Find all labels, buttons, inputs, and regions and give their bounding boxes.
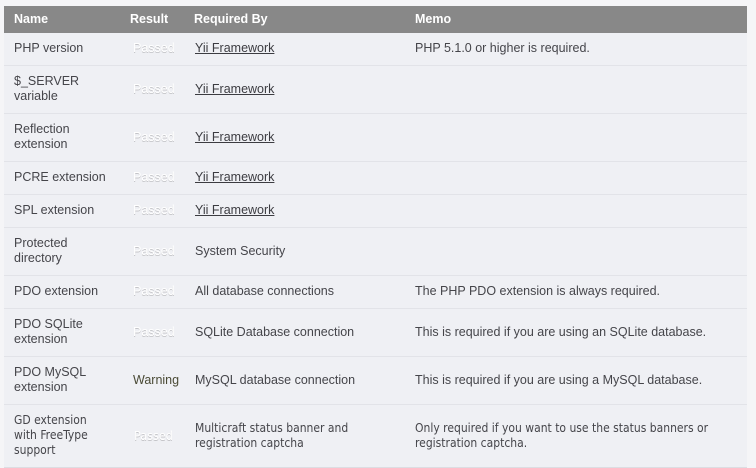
required-by-link[interactable]: Yii Framework: [195, 129, 275, 144]
cell-required-by: Yii Framework: [185, 65, 405, 114]
status-badge-passed: Passed: [133, 324, 175, 339]
column-header-required-by: Required By: [185, 6, 405, 33]
cell-required-by: System Security: [185, 227, 405, 276]
cell-requirement-name: Reflection extension: [4, 113, 121, 162]
cell-requirement-name: PDO extension: [4, 275, 121, 309]
cell-result: Passed: [121, 404, 185, 468]
required-by-link[interactable]: Yii Framework: [195, 41, 275, 55]
cell-memo: The PHP PDO extension is always required…: [405, 275, 747, 309]
cell-memo: [405, 194, 747, 228]
cell-result: Passed: [121, 65, 185, 114]
cell-result: Warning: [121, 356, 185, 405]
cell-required-by: All database connections: [185, 275, 405, 309]
cell-memo: This is required if you are using an SQL…: [405, 308, 747, 357]
cell-required-by: Multicraft status banner and registratio…: [185, 404, 405, 468]
cell-memo: Only required if you want to use the sta…: [405, 404, 747, 468]
table-header-row: Name Result Required By Memo: [4, 6, 747, 33]
cell-requirement-name: GD extension with FreeType support: [4, 404, 121, 468]
table-row: Protected directory Passed System Security: [4, 227, 747, 276]
required-by-link[interactable]: Yii Framework: [195, 81, 275, 96]
cell-requirement-name: Protected directory: [4, 227, 121, 276]
requirement-check-table: Name Result Required By Memo PHP version…: [4, 6, 747, 468]
cell-result: Passed: [121, 194, 185, 228]
table-row: $_SERVER variable Passed Yii Framework: [4, 65, 747, 114]
status-badge-passed: Passed: [133, 203, 175, 217]
required-by-link[interactable]: Yii Framework: [195, 170, 275, 184]
table-row: Reflection extension Passed Yii Framework: [4, 113, 747, 162]
cell-memo: [405, 227, 747, 276]
table-row: SPL extension Passed Yii Framework: [4, 194, 747, 228]
table-row: PHP version Passed Yii Framework PHP 5.1.0 …: [4, 33, 747, 66]
cell-required-by: Yii Framework: [185, 194, 405, 228]
cell-result: Passed: [121, 308, 185, 357]
status-badge-passed: Passed: [133, 81, 175, 96]
table-row: PDO extension Passed All database connecti…: [4, 275, 747, 309]
cell-memo: [405, 113, 747, 162]
column-header-name: Name: [4, 6, 121, 33]
table-row: PDO SQLite extension Passed SQLite Databas…: [4, 308, 747, 357]
cell-result: Passed: [121, 33, 185, 66]
requirement-check-page: Name Result Required By Memo PHP version…: [4, 6, 747, 468]
cell-required-by: Yii Framework: [185, 161, 405, 195]
cell-result: Passed: [121, 161, 185, 195]
table-row: PCRE extension Passed Yii Framework: [4, 161, 747, 195]
cell-requirement-name: PHP version: [4, 33, 121, 66]
cell-requirement-name: PDO SQLite extension: [4, 308, 121, 357]
status-badge-warning: Warning: [133, 372, 180, 387]
status-badge-passed: Passed: [134, 428, 173, 443]
cell-memo: [405, 161, 747, 195]
cell-result: Passed: [121, 227, 185, 276]
cell-memo: PHP 5.1.0 or higher is required.: [405, 33, 747, 66]
table-row: GD extension with FreeType support Passed…: [4, 404, 747, 468]
cell-requirement-name: PDO MySQL extension: [4, 356, 121, 405]
cell-memo: This is required if you are using a MySQ…: [405, 356, 747, 405]
status-badge-passed: Passed: [133, 41, 175, 55]
cell-requirement-name: $_SERVER variable: [4, 65, 121, 114]
cell-result: Passed: [121, 113, 185, 162]
table-header: Name Result Required By Memo: [4, 6, 747, 33]
status-badge-passed: Passed: [133, 284, 175, 298]
table-row: PDO MySQL extension Warning MySQL database…: [4, 356, 747, 405]
status-badge-passed: Passed: [133, 170, 175, 184]
cell-required-by: SQLite Database connection: [185, 308, 405, 357]
cell-required-by: MySQL database connection: [185, 356, 405, 405]
cell-required-by: Yii Framework: [185, 33, 405, 66]
cell-result: Passed: [121, 275, 185, 309]
cell-requirement-name: PCRE extension: [4, 161, 121, 195]
column-header-memo: Memo: [405, 6, 747, 33]
required-by-link[interactable]: Yii Framework: [195, 203, 275, 217]
status-badge-passed: Passed: [133, 129, 175, 144]
cell-required-by: Yii Framework: [185, 113, 405, 162]
cell-requirement-name: SPL extension: [4, 194, 121, 228]
status-badge-passed: Passed: [133, 243, 175, 258]
column-header-result: Result: [121, 6, 185, 33]
cell-memo: [405, 65, 747, 114]
